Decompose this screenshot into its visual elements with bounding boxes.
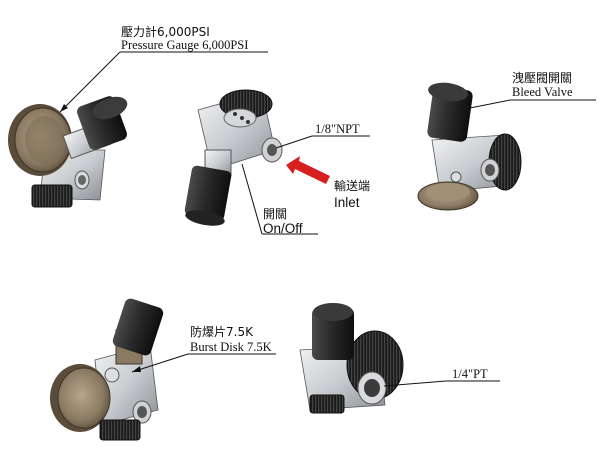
label-bleed-valve-zh: 洩壓閥開關 — [512, 71, 573, 85]
label-pt: 1/4"PT — [452, 367, 488, 381]
label-pressure-gauge-en: Pressure Gauge 6,000PSI — [121, 38, 249, 52]
label-npt: 1/8"NPT — [315, 122, 360, 136]
assembly-onoff-view — [184, 89, 283, 226]
label-inlet-zh: 輸送端 — [334, 179, 371, 193]
assembly-bleed-view — [417, 82, 522, 211]
label-burst-disk-en: Burst Disk 7.5K — [190, 340, 272, 354]
label-pressure-gauge-zh: 壓力計6,000PSI — [121, 25, 210, 39]
assembly-burst-view — [50, 298, 164, 441]
label-inlet-en: Inlet — [334, 195, 360, 210]
label-onoff-zh: 開關 — [263, 207, 288, 221]
leader-lines — [59, 51, 596, 387]
label-burst-disk-zh: 防爆片7.5K — [190, 325, 253, 339]
inlet-arrow — [286, 156, 330, 184]
assembly-pt-view — [299, 303, 404, 414]
label-bleed-valve-en: Bleed Valve — [512, 85, 573, 99]
assembly-gauge-view — [8, 96, 128, 208]
label-onoff-en: On/Off — [263, 221, 303, 236]
